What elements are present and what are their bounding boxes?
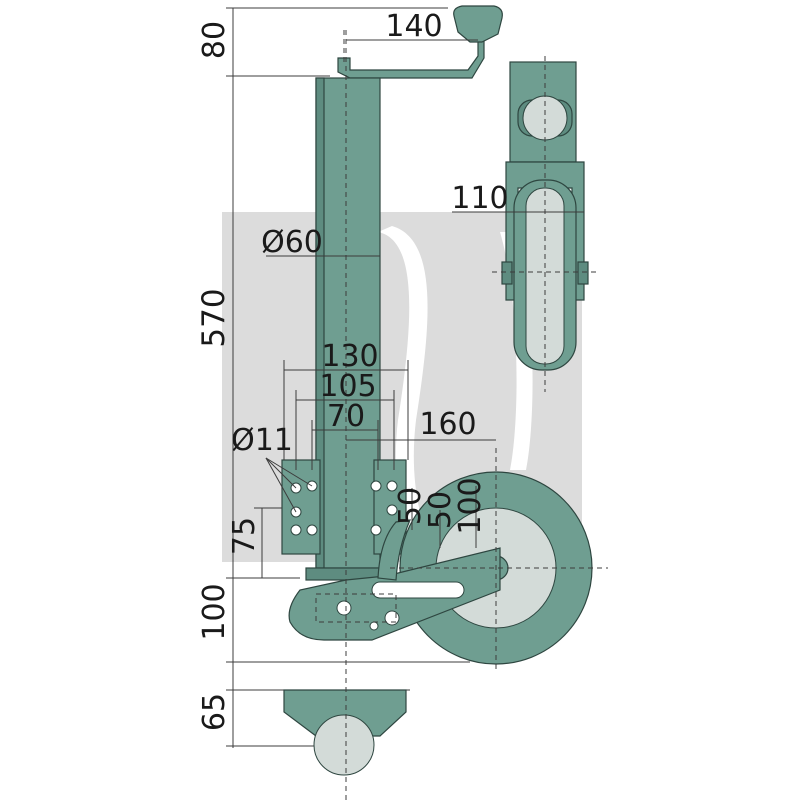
dim-label-bracket-height: 75 <box>227 517 262 555</box>
dim-label-base-height: 65 <box>197 693 232 731</box>
dim-label-tube-height: 570 <box>196 288 232 347</box>
dim-label-wheel-offset: 160 <box>419 407 476 442</box>
hole-leader <box>265 457 313 487</box>
dim-label-tube-diameter: Ø60 <box>261 225 323 260</box>
hole-leader <box>265 457 297 513</box>
dim-label-hole-pitch-c: 100 <box>453 477 488 534</box>
dim-label-hole-pitch-a: 50 <box>393 487 428 525</box>
base-plate-view <box>283 689 407 776</box>
dim-label-hole-diameter: Ø11 <box>231 423 293 458</box>
dim-label-wheel-drop: 100 <box>197 583 232 640</box>
dim-label-bolt-span-inner: 70 <box>327 399 365 434</box>
main-tube <box>315 77 381 569</box>
swing-arm <box>288 519 501 641</box>
dim-label-bolt-span-mid: 105 <box>319 369 376 404</box>
hole-leader <box>265 457 297 489</box>
dim-label-bolt-span-outer: 130 <box>321 339 378 374</box>
dim-label-hole-pitch-b: 50 <box>423 491 458 529</box>
dim-label-wheel-width: 110 <box>451 181 508 216</box>
crank-handle <box>337 5 503 79</box>
dim-label-crank-height: 80 <box>197 21 232 59</box>
front-view <box>492 56 598 392</box>
dim-label-crank-length: 140 <box>385 9 442 44</box>
